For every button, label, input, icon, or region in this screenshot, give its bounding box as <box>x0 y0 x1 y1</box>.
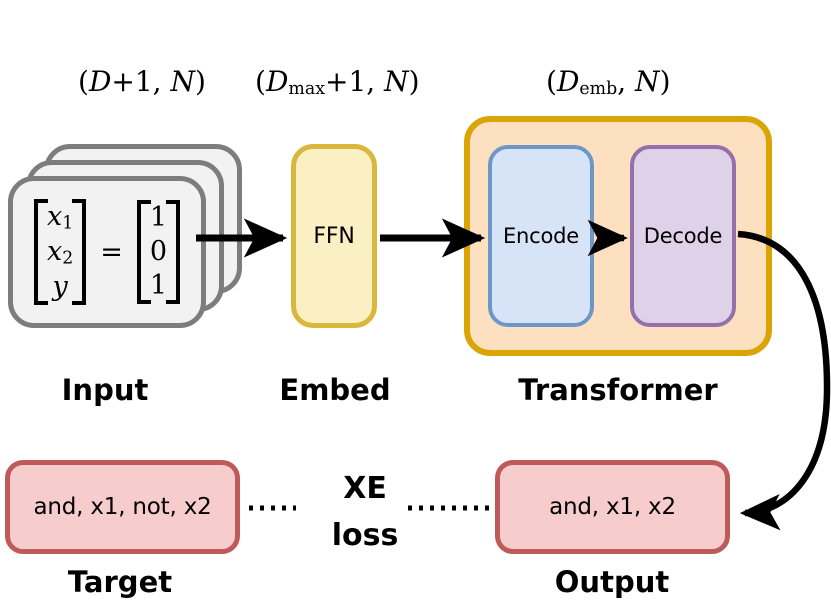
dimension-label-input: (D+1, N) <box>78 65 206 98</box>
dimension-label-transformer: (Demb, N) <box>546 65 671 100</box>
ffn-block: FFN <box>291 144 377 328</box>
input-lhs-x2: x2 <box>46 236 74 269</box>
loss-label-line2: loss <box>331 517 399 553</box>
encode-block: Encode <box>488 145 594 327</box>
caption-embed: Embed <box>279 373 391 407</box>
output-block: and, x1, x2 <box>495 460 730 554</box>
loss-label: XE loss <box>300 466 430 559</box>
input-lhs-x1: x1 <box>46 201 74 234</box>
dimension-label-embed: (Dmax+1, N) <box>255 65 420 100</box>
input-rhs-0: 1 <box>149 202 168 234</box>
input-vector-lhs: x1 x2 y <box>33 199 87 305</box>
input-vector-rhs: 1 0 1 <box>136 200 181 304</box>
caption-input: Input <box>61 373 149 407</box>
input-rhs-1: 0 <box>149 236 168 268</box>
caption-target: Target <box>67 565 173 599</box>
input-rhs-2: 1 <box>149 269 168 301</box>
ffn-label: FFN <box>313 223 355 249</box>
input-matrix: x1 x2 y = 1 0 1 <box>8 176 206 328</box>
loss-label-line1: XE <box>343 471 387 506</box>
target-block: and, x1, not, x2 <box>5 460 240 554</box>
decode-label: Decode <box>643 224 723 248</box>
equals-sign: = <box>100 236 123 268</box>
input-lhs-y: y <box>52 270 68 302</box>
caption-transformer: Transformer <box>518 373 718 407</box>
target-text: and, x1, not, x2 <box>33 494 212 520</box>
output-text: and, x1, x2 <box>549 494 676 520</box>
caption-output: Output <box>554 565 670 599</box>
decode-block: Decode <box>630 145 736 327</box>
encode-label: Encode <box>502 224 580 248</box>
